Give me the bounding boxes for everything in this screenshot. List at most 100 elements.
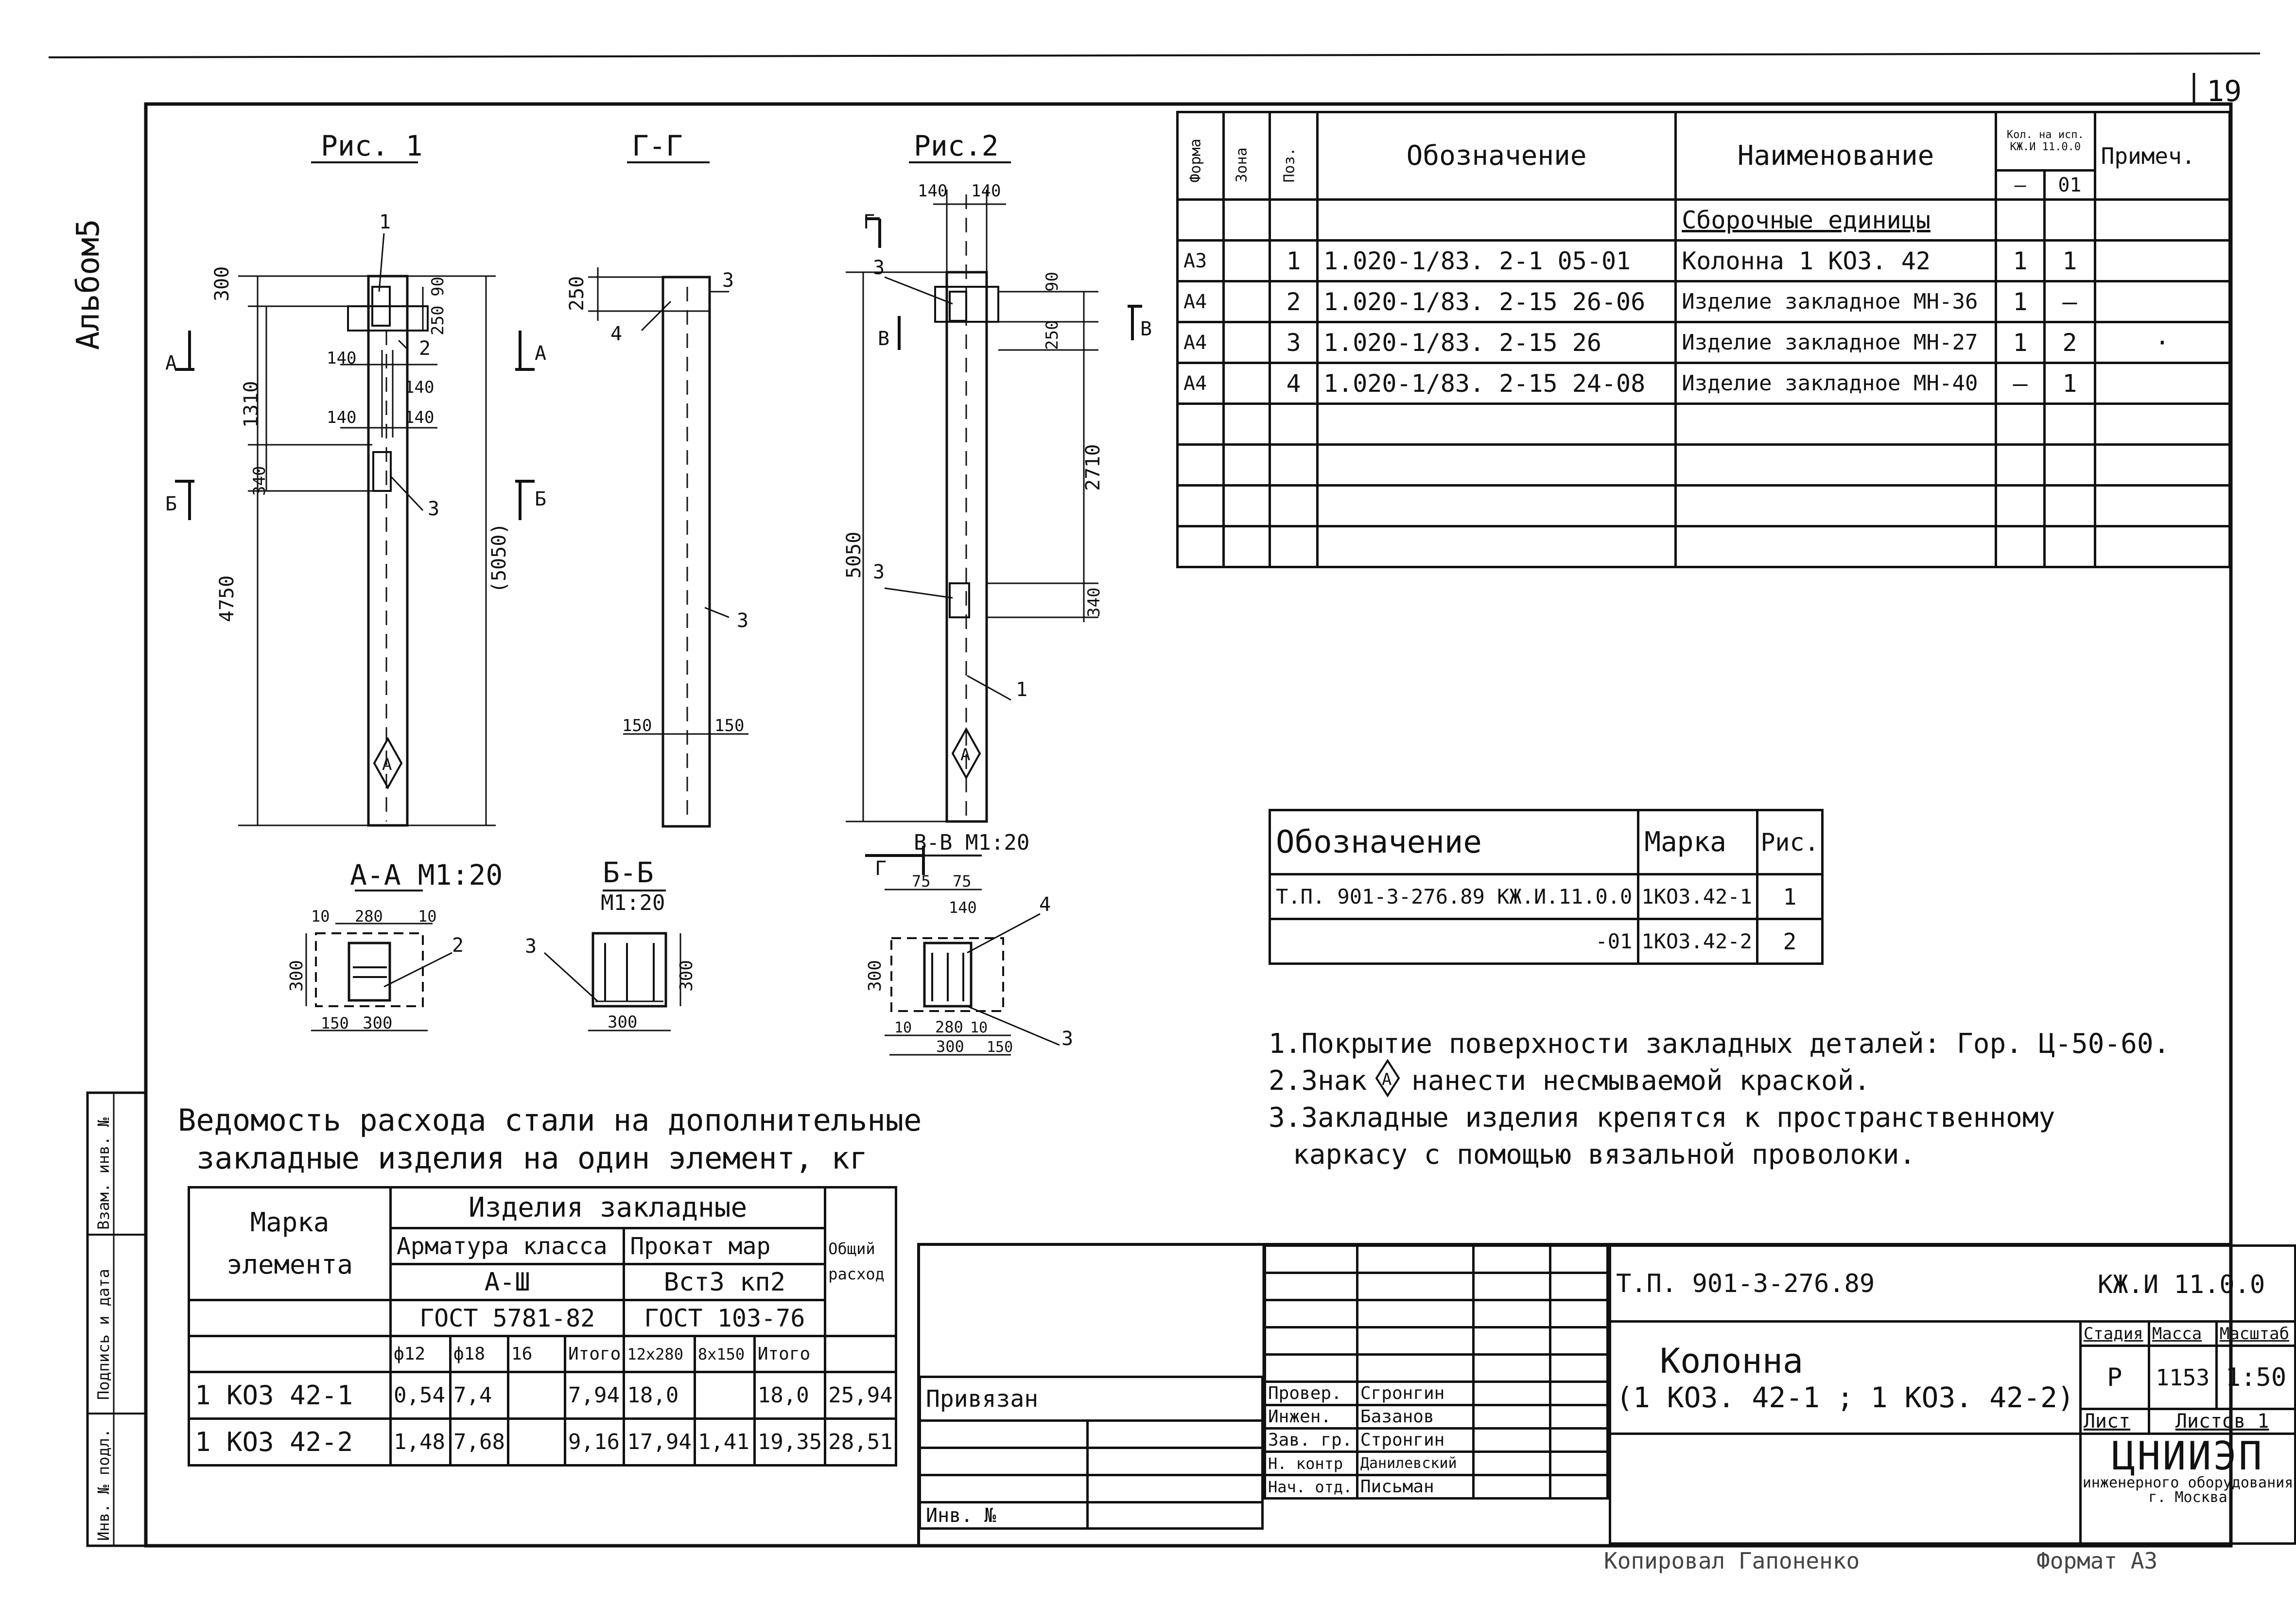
section-letter: Б xyxy=(535,488,546,510)
stamp-sheets-label: Листов 1 xyxy=(2147,1408,2296,1435)
callout: 3 xyxy=(737,610,748,632)
spec-h-qty-col: – xyxy=(1994,169,2046,201)
steel-h-total: Общий расход xyxy=(824,1186,897,1337)
stamp-stage: Р xyxy=(2079,1345,2150,1410)
fig1-dim: 1310 xyxy=(240,381,262,428)
callout: 2 xyxy=(419,337,431,360)
stamp-scale-hdr: Масштаб xyxy=(2215,1320,2296,1347)
vv-dim: 10 xyxy=(970,1019,988,1036)
stamp-mass: 1153 xyxy=(2147,1345,2218,1410)
fig2-dim: 250 xyxy=(1043,320,1062,350)
steel-h-rolled-grade: Вст3 кп2 xyxy=(623,1263,827,1301)
vv-title: В-В М1:20 xyxy=(914,830,1029,855)
fig2-dim: 2710 xyxy=(1082,444,1104,491)
fig2-dim: 90 xyxy=(1043,272,1062,292)
vv-dim: 10 xyxy=(894,1019,912,1036)
steel-h-mark: Марка элемента xyxy=(188,1186,392,1301)
side-inv-label: Инв. № подл. xyxy=(94,1429,113,1541)
vv-dim: 280 xyxy=(935,1018,963,1036)
page-number: 19 xyxy=(2207,74,2242,108)
steel-row: 1 КО3 42-2 1,48 7,68 9,16 17,94 1,41 19,… xyxy=(188,1417,897,1467)
vv-dim: 150 xyxy=(987,1039,1013,1056)
callout: 3 xyxy=(722,269,734,292)
note-2-start: 2.Знак xyxy=(1269,1065,1367,1097)
spec-h-zona: Зона xyxy=(1233,147,1251,183)
stamp-title: Колонна xyxy=(1660,1341,1804,1381)
steel-h-gost1: ГОСТ 5781-82 xyxy=(389,1299,626,1337)
callout: 1 xyxy=(1016,679,1027,701)
callout: 1 xyxy=(379,211,391,233)
section-letter: Г xyxy=(875,857,887,880)
fig1-dim: 140 xyxy=(327,349,356,368)
vv-dim: 300 xyxy=(865,960,885,992)
stamp-scale: 1:50 xyxy=(2215,1345,2296,1410)
marks-table: Обозначение Марка Рис. Т.П. 901-3-276.89… xyxy=(1268,809,1824,965)
steel-table: Марка элемента Изделия закладные Общий р… xyxy=(188,1186,897,1467)
callout: 4 xyxy=(1039,893,1051,916)
inv-no-label: Инв. № xyxy=(919,1501,1089,1530)
privyazan-label: Привязан xyxy=(919,1376,1264,1422)
spec-h-name: Наименование xyxy=(1674,111,1997,201)
notes-marker: А xyxy=(1382,1070,1392,1089)
steel-h-col: Итого xyxy=(563,1335,626,1373)
vv-dim: 300 xyxy=(936,1037,964,1056)
callout: 3 xyxy=(428,498,439,520)
bb-dim: 300 xyxy=(677,960,696,992)
fig2-title: Рис.2 xyxy=(914,129,999,162)
steel-h-col: Итого xyxy=(753,1335,827,1373)
side-replace-label: Взам. инв. № xyxy=(94,1117,113,1230)
callout: 2 xyxy=(452,934,464,957)
album-label: Альбом5 xyxy=(70,219,106,350)
steel-title-2: закладные изделия на один элемент, кг xyxy=(196,1140,868,1176)
fig1-dim: 140 xyxy=(404,378,434,397)
spec-h-qty-sub: КЖ.И 11.0.0 xyxy=(2010,140,2081,153)
signatures-grid: Провер.Сгронгин Инжен.Базанов Зав. гр.Ст… xyxy=(1264,1244,1609,1500)
steel-title-1: Ведомость расхода стали на дополнительны… xyxy=(178,1102,922,1138)
fig1-dim: 90 xyxy=(428,277,448,297)
signature-row: Зав. гр.Стронгин xyxy=(1264,1427,1609,1453)
fig2-dim: 340 xyxy=(1084,588,1104,617)
footer-copied: Копировал Гапоненко xyxy=(1604,1548,1860,1574)
signature-row: Нач. отд.Письман xyxy=(1264,1474,1609,1500)
stamp-org-sub: инженерного оборудования xyxy=(2082,1474,2294,1491)
gg-drawing xyxy=(588,161,748,828)
spec-section-title: Сборочные единицы xyxy=(1674,198,1997,242)
callout: 4 xyxy=(610,323,622,345)
spec-h-designation: Обозначение xyxy=(1316,111,1677,201)
marks-row: Т.П. 901-3-276.89 КЖ.И.11.0.0 1КО3.42-1 … xyxy=(1268,873,1824,920)
section-letter: Г xyxy=(863,211,875,233)
note-3: 3.Закладные изделия крепятся к пространс… xyxy=(1269,1102,2055,1134)
stamp-sheet-label: Лист xyxy=(2079,1408,2150,1435)
signature-row: Инжен.Базанов xyxy=(1264,1404,1609,1430)
marks-h-fig: Рис. xyxy=(1756,809,1824,875)
callout: 3 xyxy=(873,257,885,279)
aa-title: А-А М1:20 xyxy=(350,858,503,891)
steel-h-col: 12х280 xyxy=(623,1335,696,1373)
stamp-main: Т.П. 901-3-276.89 КЖ.И 11.0.0 Колонна (1… xyxy=(1608,1244,2296,1545)
callout: 3 xyxy=(525,935,537,958)
vv-section xyxy=(885,855,1060,1056)
fig1-drawing xyxy=(175,161,535,827)
aa-section xyxy=(305,890,452,1031)
section-letter: В xyxy=(1140,318,1152,340)
fig1-dim: (5050) xyxy=(488,523,510,594)
fig2-dim: 5050 xyxy=(843,532,865,578)
gg-dim: 150 xyxy=(622,716,652,735)
section-letter: А xyxy=(165,352,177,374)
aa-dim: 150 xyxy=(321,1014,349,1032)
fig1-dim: 140 xyxy=(327,408,356,427)
steel-h-col: 8х150 xyxy=(693,1335,756,1373)
gg-dim: 250 xyxy=(566,276,588,311)
note-1: 1.Покрытие поверхности закладных деталей… xyxy=(1269,1028,2170,1060)
spec-h-qty: Кол. на исп. xyxy=(2006,129,2084,141)
stamp-subtitle: (1 КО3. 42-1 ; 1 КО3. 42-2) xyxy=(1616,1381,2074,1414)
stamp-mass-hdr: Масса xyxy=(2147,1320,2218,1347)
fig1-dim: 340 xyxy=(250,466,269,496)
fig1-dim: 250 xyxy=(428,306,448,335)
steel-h-products: Изделия закладные xyxy=(389,1186,827,1229)
